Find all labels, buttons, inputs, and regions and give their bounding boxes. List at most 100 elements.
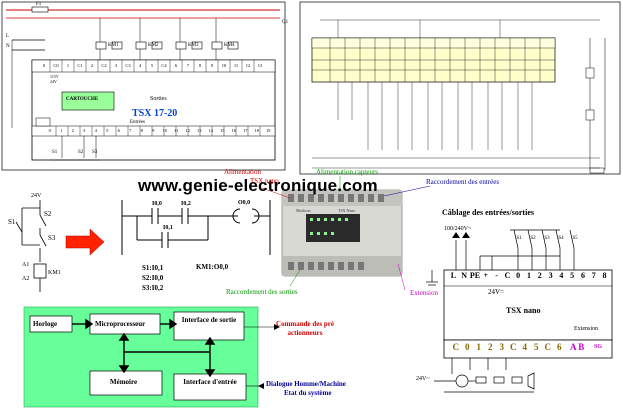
- terminal-label: PE: [469, 271, 481, 280]
- terminal-label: C: [452, 342, 460, 352]
- terminal-label: 4: [559, 271, 564, 280]
- terminal-label: 8: [198, 63, 202, 68]
- cablage-bottom-supply: 24V~: [416, 376, 430, 382]
- terminal-label: 7: [186, 63, 190, 68]
- mapping-s3: S3:I0,2: [142, 284, 164, 292]
- label-raccordement-sorties: Raccordement des sorties: [226, 288, 298, 296]
- label-tsx-nano: TSX nano: [250, 177, 279, 185]
- terminal-label: 18: [254, 128, 260, 133]
- terminal-label: C1: [77, 63, 83, 68]
- terminal-label: 6: [174, 63, 178, 68]
- contact-i00: I0,0: [152, 201, 162, 207]
- terminal-label: 10: [162, 128, 168, 133]
- terminal-label: C0: [53, 63, 59, 68]
- cablage-voltage: 100/240V~: [444, 226, 472, 232]
- terminal-label: C: [510, 342, 517, 352]
- terminal-label: 4: [522, 342, 528, 352]
- terminal-label: 12: [185, 128, 191, 133]
- coil-a2: A2: [22, 276, 30, 282]
- terminal-label: 1: [60, 128, 63, 133]
- switch-s1: S1: [8, 218, 16, 226]
- terminal-label: 7: [129, 128, 132, 133]
- device-brand: Modicon: [296, 208, 311, 213]
- terminal-label: 0: [465, 342, 470, 352]
- cablage-title: Câblage des entrées/sorties: [442, 208, 534, 217]
- switch-label: S2: [530, 236, 536, 241]
- switch-s3: S3: [48, 234, 56, 242]
- terminal-label: 10: [221, 63, 227, 68]
- mapping-km1: KM1:O0,0: [196, 263, 229, 271]
- coil-a1: A1: [22, 262, 30, 268]
- terminal-label: 6: [557, 342, 562, 352]
- coil-o00: O0,0: [238, 200, 251, 206]
- supply-24v: 24V: [31, 193, 42, 199]
- terminal-label: 4: [138, 63, 142, 68]
- terminal-label: C: [504, 271, 511, 280]
- relay-km3: KM3: [188, 43, 199, 48]
- supply-label: 115V 24V: [50, 74, 59, 84]
- terminal-label: 12: [245, 63, 251, 68]
- relay-km1: KM1: [108, 43, 119, 48]
- terminal-label: 1: [66, 63, 70, 68]
- label-alimentation: Alimentation: [224, 168, 261, 176]
- terminal-label: 0: [48, 128, 51, 133]
- block-memoire: Mémoire: [110, 378, 138, 386]
- cartouche-label: CARTOUCHE: [66, 97, 99, 102]
- terminal-label: 15: [220, 128, 225, 133]
- relay-km4: KM4: [224, 43, 235, 48]
- coil-km1: KM1: [48, 270, 61, 276]
- terminal-label: 3: [499, 342, 505, 352]
- terminal-label: 9: [210, 63, 214, 68]
- block-interface-entree: Interface d'entrée: [183, 378, 237, 386]
- terminal-label: 0: [42, 63, 46, 68]
- terminal-label: 1: [476, 342, 482, 352]
- switch-label: S5: [572, 236, 578, 241]
- terminal-label: 16: [231, 128, 237, 133]
- switch-label: S3: [544, 236, 550, 241]
- terminal-label: 3: [83, 128, 86, 133]
- mapping-s2: S2:I0,0: [142, 274, 164, 282]
- terminal-label: 8: [140, 128, 143, 133]
- label-alimentation-capteurs: Alimentation capteurs: [316, 168, 379, 176]
- terminal-label: 14: [208, 128, 214, 133]
- terminal-label: -: [495, 271, 498, 280]
- sensor-s1: S1: [52, 150, 58, 155]
- terminal-label: N: [461, 271, 468, 280]
- terminal-label: 8: [602, 271, 607, 280]
- terminal-label: 6: [117, 128, 120, 133]
- device-model: TSX Nano: [338, 208, 356, 213]
- switch-s2: S2: [44, 210, 52, 218]
- sorties-label: Sorties: [150, 96, 167, 102]
- terminal-label: 5: [106, 128, 109, 133]
- label-etat: Etat du système: [284, 389, 332, 397]
- site-watermark: www.genie-electronique.com: [138, 176, 378, 195]
- cablage-sg: SG: [594, 344, 603, 350]
- terminal-label: 13: [197, 128, 202, 133]
- label-commande: Commande des pré actionneurs: [276, 320, 334, 337]
- terminal-label: 11: [174, 128, 179, 133]
- model-label: TSX 17-20: [132, 108, 178, 119]
- cablage-supply: 24V=: [488, 288, 505, 296]
- block-interface-sortie: Interface de sortie: [181, 316, 237, 324]
- mapping-s1: S1:I0,1: [142, 264, 164, 272]
- label-extension: Extension: [410, 289, 438, 297]
- terminal-label: 2: [71, 128, 74, 133]
- contact-i02: I0,2: [181, 201, 191, 207]
- terminal-label: 11: [233, 63, 239, 68]
- io-mapping: S1:I0,1 S2:I0,0 S3:I0,2: [142, 263, 163, 293]
- block-horloge: Horloge: [33, 320, 58, 328]
- label-raccordement-entrees: Raccordement des entrées: [426, 178, 500, 186]
- terminal-label: 2: [488, 342, 493, 352]
- relay-km2: KM2: [148, 43, 159, 48]
- terminal-label: L: [450, 271, 457, 280]
- block-microprocesseur: Microprocesseur: [95, 320, 146, 328]
- terminal-label: 5: [570, 271, 575, 280]
- terminal-label: 4: [94, 128, 97, 133]
- switch-label: S1: [516, 236, 522, 241]
- cablage-extension: Extension: [574, 326, 598, 332]
